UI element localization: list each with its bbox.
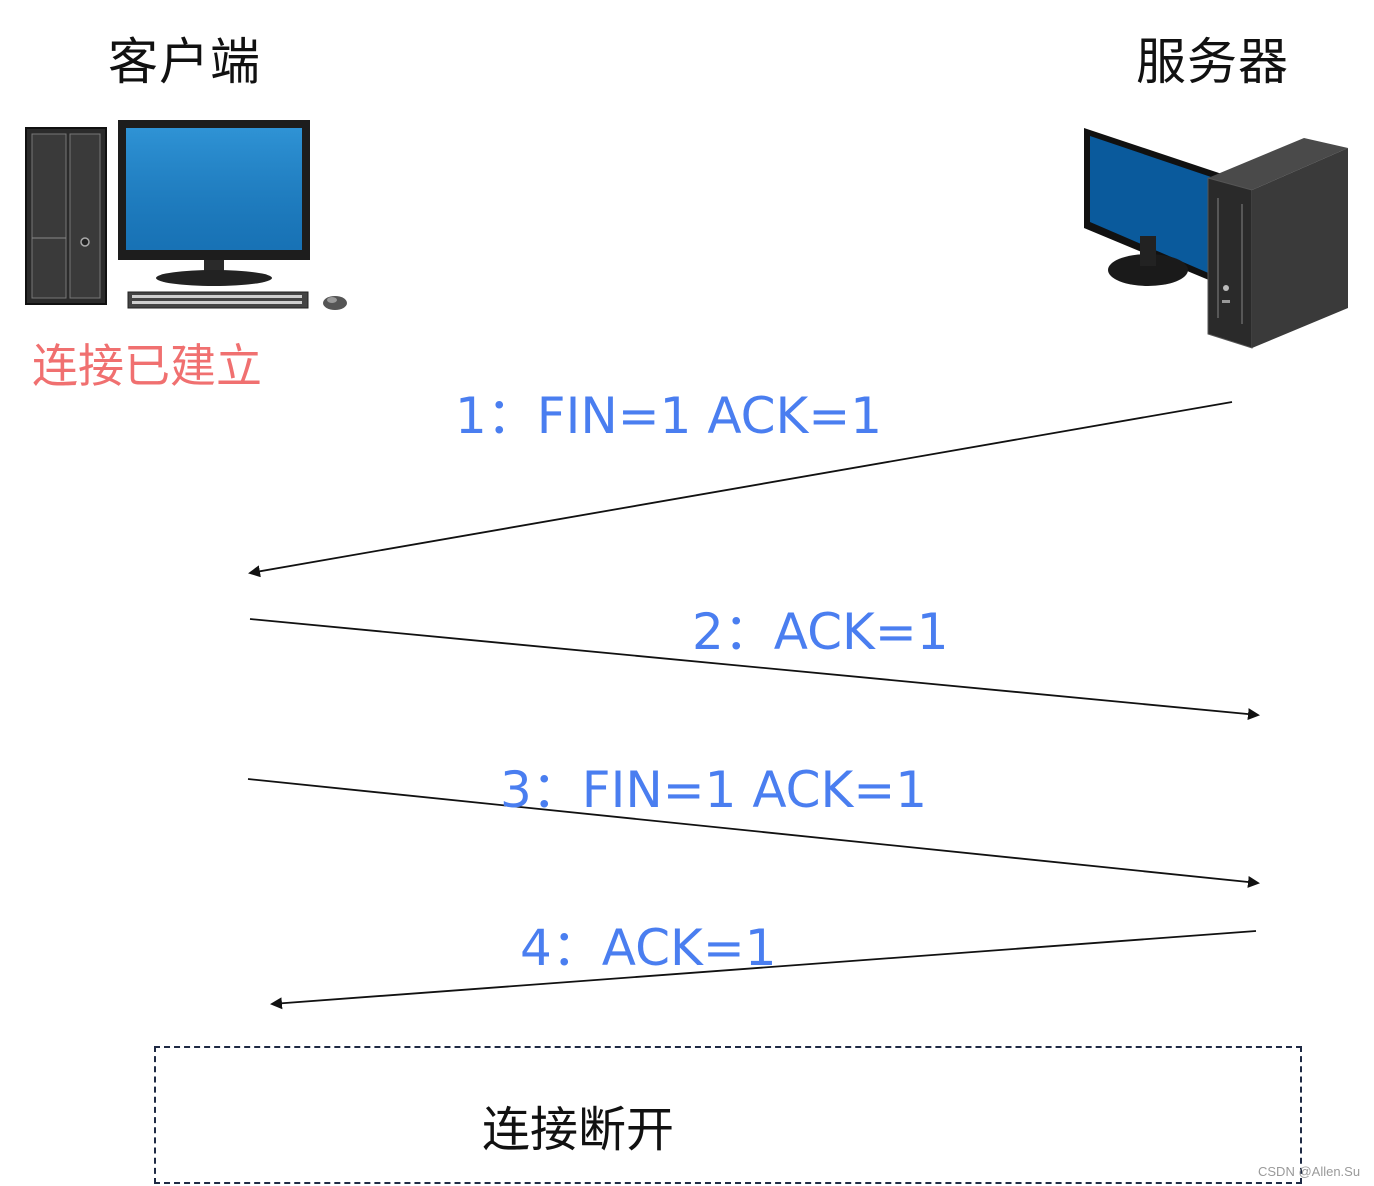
- arrow-msg-2: [249, 618, 1260, 721]
- connection-closed-box: 连接断开: [154, 1046, 1302, 1184]
- message-label-2: 2：ACK=1: [692, 603, 949, 661]
- client-title: 客户端: [108, 33, 261, 91]
- message-label-1: 1：FIN=1 ACK=1: [455, 387, 883, 445]
- message-label-3: 3：FIN=1 ACK=1: [500, 761, 928, 819]
- client-computer-icon: [25, 120, 347, 310]
- client-state-label: 连接已建立: [32, 339, 262, 393]
- connection-closed-label: 连接断开: [481, 1102, 674, 1158]
- arrow-msg-1: [248, 401, 1233, 578]
- arrow-msg-4: [270, 930, 1257, 1010]
- watermark: CSDN @Allen.Su: [1258, 1164, 1361, 1179]
- server-computer-icon: [1084, 128, 1348, 349]
- server-title: 服务器: [1136, 33, 1289, 91]
- arrow-msg-3: [247, 778, 1260, 888]
- message-label-4: 4：ACK=1: [520, 919, 777, 977]
